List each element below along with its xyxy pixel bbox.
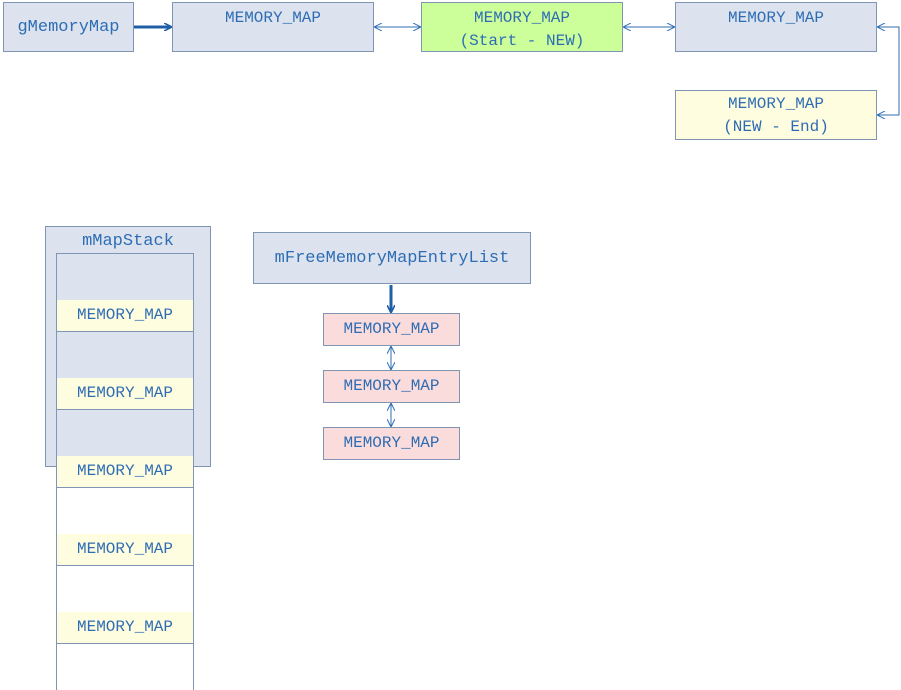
free-memory-map-entry-list: mFreeMemoryMapEntryList <box>253 232 531 284</box>
memory-map-node-1-title: MEMORY_MAP <box>224 9 321 27</box>
memory-map-node-4-subtitle: (NEW - End) <box>723 118 829 136</box>
map-stack-item: MEMORY_MAP <box>57 300 193 332</box>
memory-map-node-start-new: MEMORY_MAP (Start - NEW) <box>421 2 623 52</box>
connector-arrows <box>134 0 900 467</box>
link-arrow-3-4 <box>878 27 900 115</box>
free-list-entry-label: MEMORY_MAP <box>343 434 440 452</box>
map-stack-item: MEMORY_MAP <box>57 612 193 644</box>
memory-map-node-2-title: MEMORY_MAP <box>473 9 570 27</box>
free-list-entry: MEMORY_MAP <box>323 427 460 460</box>
gmemorymap-node: gMemoryMap <box>3 2 134 52</box>
map-stack-item: MEMORY_MAP <box>57 378 193 410</box>
free-list-entry-label: MEMORY_MAP <box>343 320 440 338</box>
memory-map-node-new-end: MEMORY_MAP (NEW - End) <box>675 90 877 140</box>
map-stack-title: mMapStack <box>82 232 174 251</box>
memory-map-node-1: MEMORY_MAP <box>172 2 374 52</box>
memory-map-node-3: MEMORY_MAP <box>675 2 877 52</box>
map-stack: mMapStack MEMORY_MAP MEMORY_MAP MEMORY_M… <box>45 226 211 690</box>
free-list-title: mFreeMemoryMapEntryList <box>274 248 510 268</box>
free-list-entry-label: MEMORY_MAP <box>343 377 440 395</box>
free-list-entry: MEMORY_MAP <box>323 370 460 403</box>
map-stack-item: MEMORY_MAP <box>57 534 193 566</box>
gmemorymap-label: gMemoryMap <box>17 17 120 37</box>
map-stack-item: MEMORY_MAP <box>57 456 193 488</box>
memory-map-node-4-title: MEMORY_MAP <box>727 95 824 113</box>
map-stack-items: MEMORY_MAP MEMORY_MAP MEMORY_MAP MEMORY_… <box>56 253 194 690</box>
free-list-entry: MEMORY_MAP <box>323 313 460 346</box>
memory-map-node-2-subtitle: (Start - NEW) <box>459 32 585 50</box>
memory-map-node-3-title: MEMORY_MAP <box>727 9 824 27</box>
